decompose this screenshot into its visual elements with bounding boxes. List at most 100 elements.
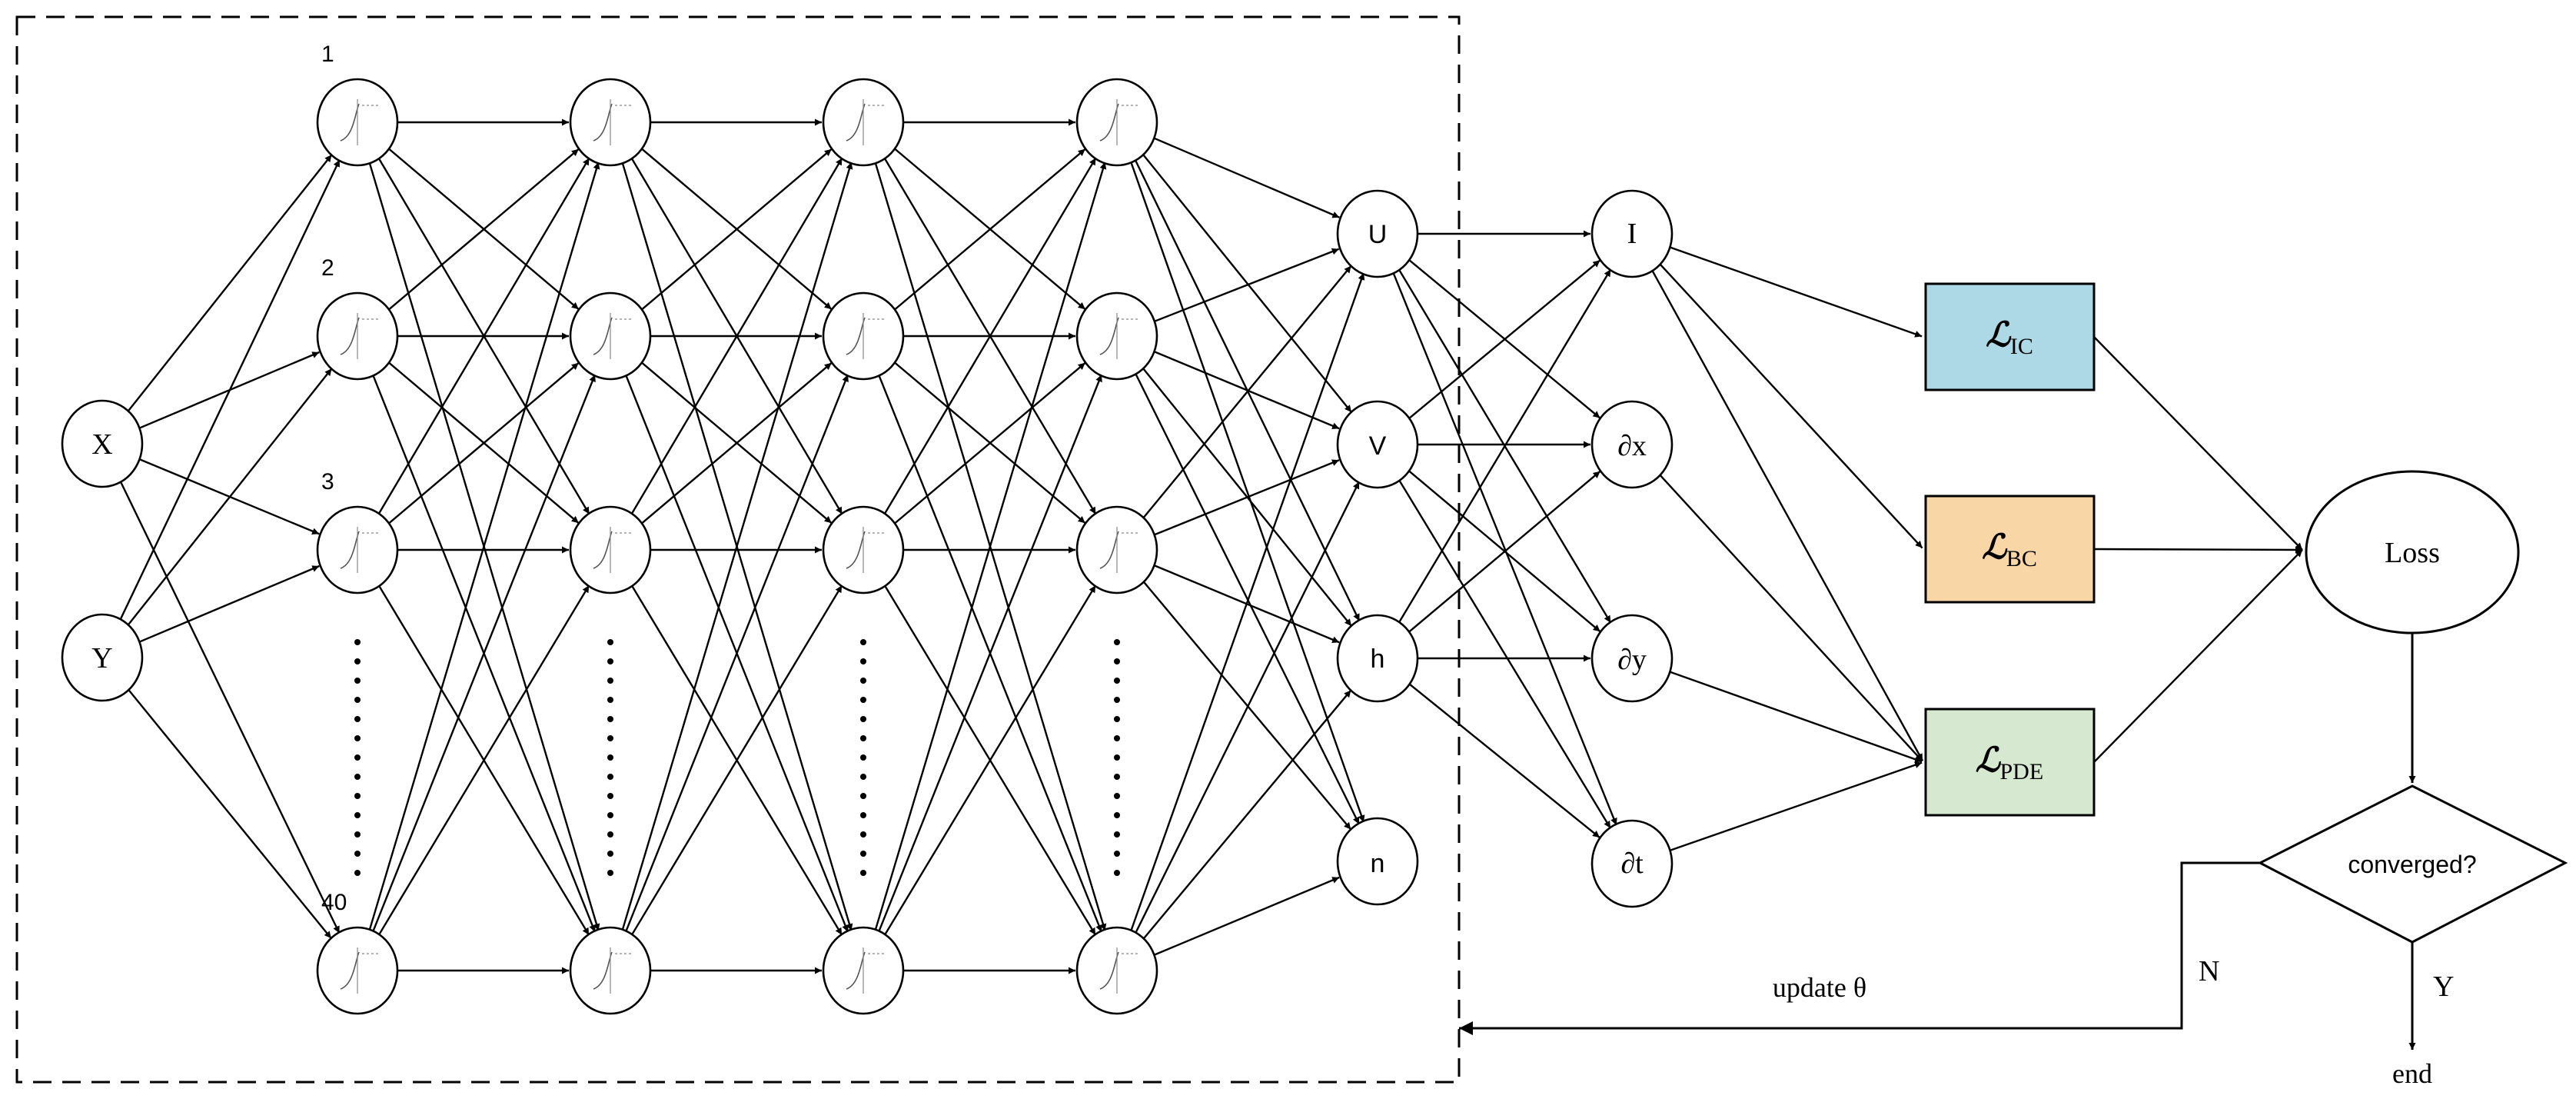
activation-icon [593, 947, 633, 994]
output-node-2 [1336, 614, 1419, 703]
activation-icon [846, 947, 886, 994]
edge-l1-3-l2-0 [367, 162, 600, 933]
layer-label-1: 1 [321, 42, 334, 67]
activation-icon [593, 527, 633, 573]
loss-ic-box [1924, 282, 2096, 391]
ellipsis-dot [1114, 793, 1120, 799]
ellipsis-dot [1114, 697, 1120, 703]
edge-input-1-l1-2 [138, 564, 320, 643]
derivative-dt-label: ∂t [1620, 848, 1644, 880]
ellipsis-dot [1114, 716, 1120, 722]
edge-l4-2-out-1 [1153, 459, 1340, 536]
ellipsis-dot [607, 716, 613, 722]
edge-out-2-der-1 [1408, 470, 1601, 634]
ellipsis-dot [354, 716, 361, 722]
ellipsis-dot [607, 812, 613, 818]
edge-l4-2-out-3 [1142, 580, 1352, 831]
activation-icon [846, 99, 886, 145]
ellipsis-dot [354, 678, 361, 684]
output-n-label: n [1371, 849, 1385, 878]
edge-l3-3-l4-2 [882, 584, 1097, 937]
edge-der-0-loss-bc [1658, 262, 1923, 549]
ellipsis-dot [1114, 658, 1120, 664]
edge-l3-3-l4-0 [873, 162, 1107, 933]
layer-label-2: 2 [321, 255, 334, 281]
loss-pde-label: ℒPDE [1976, 741, 2043, 784]
output-u-label: U [1368, 220, 1388, 249]
edge-out-1-der-0 [1408, 259, 1601, 420]
output-node-3 [1336, 817, 1419, 906]
activation-icon [1099, 947, 1140, 994]
ellipsis-dot [860, 678, 866, 684]
edge-der-3-loss-pde [1669, 761, 1923, 852]
update-feedback-arrow [1459, 861, 2260, 1035]
ellipsis-dot [1114, 774, 1120, 780]
layer-label-40: 40 [321, 890, 347, 915]
ellipsis-dot [607, 658, 613, 664]
derivative-node-2 [1590, 614, 1674, 703]
network-boundary [15, 15, 1461, 1084]
update-label: update θ [1773, 972, 1866, 1003]
edge-input-1-l1-1 [126, 368, 333, 628]
ellipsis-dot [607, 697, 613, 703]
edge-l3-2-l4-1 [892, 361, 1086, 525]
edge-der-2-loss-pde [1669, 671, 1923, 763]
ellipsis-dot [860, 754, 866, 761]
input-x-label: X [91, 428, 112, 461]
nodes [61, 78, 1674, 1015]
edge-l1-1-l2-0 [387, 148, 580, 311]
layer-label-3: 3 [321, 469, 334, 495]
ellipsis-dot [607, 754, 613, 761]
edge-out-2-der-3 [1408, 682, 1600, 839]
edge-l4-0-out-1 [1141, 152, 1352, 413]
edge-l4-1-out-1 [1153, 350, 1340, 430]
yes-label: Y [2433, 971, 2454, 1003]
ellipsis-dot [354, 812, 361, 818]
edge-l3-1-l4-0 [892, 148, 1086, 311]
input-y-label: Y [91, 642, 112, 674]
activation-icon [1099, 527, 1140, 573]
converged-label: converged? [2348, 851, 2476, 878]
loss-bc-label: ℒBC [1982, 528, 2037, 571]
edge-l4-1-out-0 [1153, 248, 1340, 323]
ellipsis-dot [1114, 639, 1120, 645]
ellipsis-dot [607, 774, 613, 780]
derivative-dy-label: ∂y [1617, 644, 1647, 676]
edge-l2-3-l3-2 [630, 584, 843, 937]
activation-icon [340, 947, 381, 994]
ellipsis-dot [860, 716, 866, 722]
ellipsis-dot [607, 831, 613, 838]
ellipsis-dot [860, 851, 866, 857]
ellipsis-dot [607, 851, 613, 857]
edge-l4-1-out-3 [1134, 371, 1361, 825]
edge-input-0-l1-3 [118, 479, 341, 934]
activation-icon [340, 313, 381, 359]
edge-l4-3-out-3 [1153, 876, 1340, 957]
output-v-label: V [1369, 431, 1387, 461]
activation-icon [846, 313, 886, 359]
derivative-dx-label: ∂x [1617, 430, 1647, 462]
loss-pde-box [1924, 708, 2096, 817]
ellipsis-dot [354, 697, 361, 703]
edge-loss-1-total [2093, 546, 2303, 554]
derivative-i-label: I [1627, 218, 1637, 250]
edge-l4-3-out-0 [1129, 272, 1365, 934]
edge-l2-2-l3-1 [640, 361, 833, 525]
ellipsis-dot [354, 793, 361, 799]
edge-l4-2-out-0 [1142, 265, 1352, 520]
activation-icon [1099, 313, 1140, 359]
edge-der-0-loss-pde [1650, 268, 1924, 761]
edge-l3-3-l4-1 [877, 374, 1103, 934]
edge-l1-3-l2-2 [377, 584, 590, 937]
connections [118, 118, 2303, 974]
input-y-node [61, 613, 144, 702]
edge-l4-0-out-3 [1129, 159, 1365, 823]
edge-l4-0-out-0 [1153, 137, 1340, 218]
edge-out-2-der-0 [1397, 268, 1612, 625]
output-node-0 [1336, 189, 1419, 278]
ellipsis-dot [1114, 735, 1120, 741]
ellipsis-dot [860, 774, 866, 780]
ellipsis-dot [354, 639, 361, 645]
ellipsis-dot [860, 639, 866, 645]
